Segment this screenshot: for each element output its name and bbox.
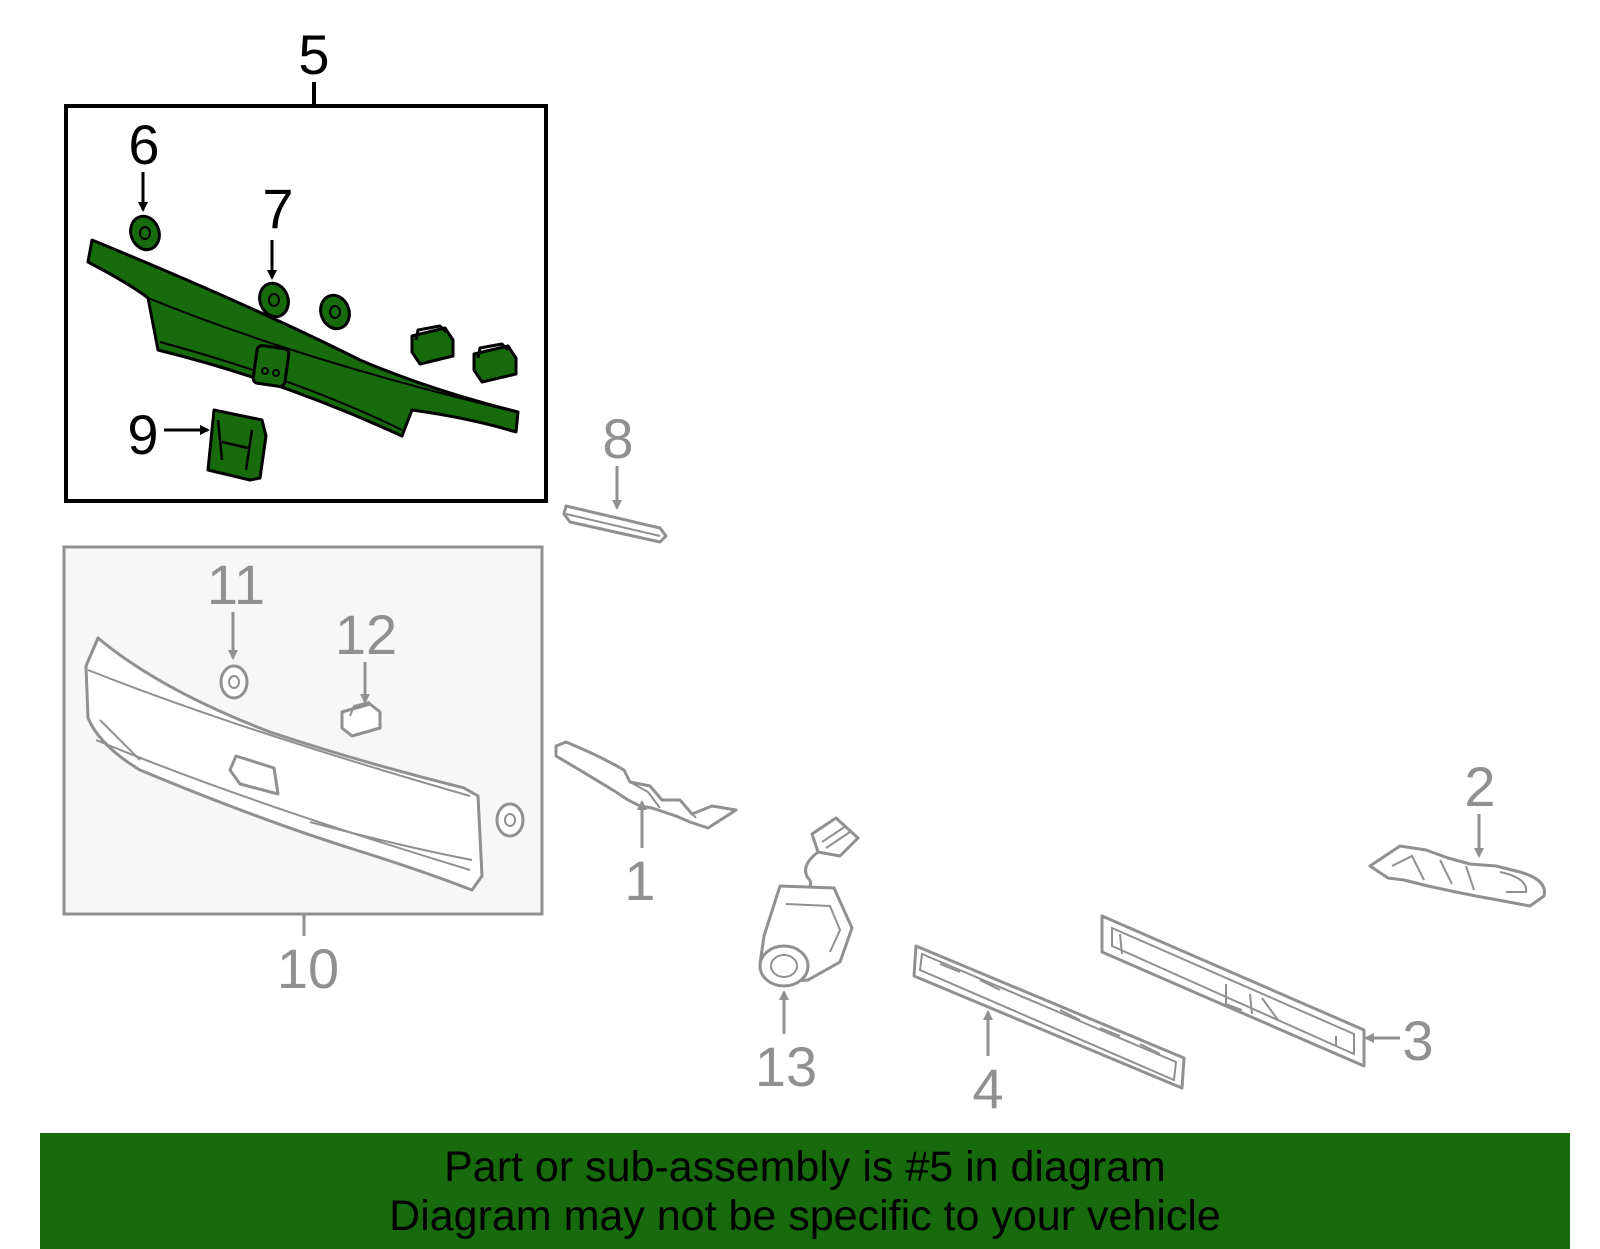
part-8-group[interactable]: 8: [562, 407, 668, 544]
callout-5: 5: [298, 23, 329, 86]
part-4-group[interactable]: 4: [912, 944, 1186, 1120]
garnish-10-line: [87, 669, 471, 797]
pocket-hole: [272, 369, 280, 377]
callout-4: 4: [972, 1057, 1003, 1120]
callout-10: 10: [277, 937, 339, 1000]
emblem-1-detail: [629, 781, 697, 819]
garnish-10-part: [84, 636, 484, 892]
info-banner: Part or sub-assembly is #5 in diagram Di…: [40, 1133, 1570, 1249]
badge-3-inner: [1111, 926, 1355, 1056]
garnish-10-pocket: [228, 754, 280, 796]
garnish-10-line: [99, 719, 141, 761]
garnish-bar-pocket: [251, 344, 291, 388]
grommet-10-hole: [504, 813, 516, 827]
camera-lens-inner: [770, 954, 798, 978]
garnish-bar-edge-2: [159, 341, 403, 431]
camera-body-detail: [785, 903, 842, 953]
garnish-bar-part: [86, 238, 520, 438]
callout-2: 2: [1464, 755, 1495, 818]
pocket-hole: [261, 367, 269, 375]
callout-8: 8: [602, 407, 633, 470]
garnish-bar-edge: [147, 297, 517, 413]
part-13-group[interactable]: 13: [755, 816, 860, 1098]
part-3-group[interactable]: 3: [1100, 914, 1434, 1072]
grommet-7b-hole: [329, 305, 341, 319]
callout-1: 1: [624, 849, 655, 912]
callout-13: 13: [755, 1035, 817, 1098]
callout-12: 12: [335, 603, 397, 666]
assembly-5-group[interactable]: 5 6 7 9: [64, 23, 548, 503]
part-2-group[interactable]: 2: [1368, 755, 1546, 908]
part-10-group[interactable]: 10 11 12: [62, 545, 544, 1000]
awd-emblem-part: [1368, 844, 1546, 908]
clip-part: [472, 342, 518, 384]
emblem-9-logo: [216, 419, 254, 471]
callout-6: 6: [128, 113, 159, 176]
camera-connector-part: [810, 816, 860, 858]
callout-11: 11: [207, 553, 265, 616]
banner-line-1: Part or sub-assembly is #5 in diagram: [444, 1143, 1166, 1191]
banner-line-2: Diagram may not be specific to your vehi…: [389, 1192, 1221, 1240]
badge-4-inner: [918, 952, 1178, 1082]
badge-4-lettering: [939, 963, 1161, 1055]
callout-7: 7: [262, 177, 293, 240]
emblem-1-part: [554, 740, 738, 830]
pad-8-edge: [565, 513, 661, 537]
camera-connector-detail: [821, 825, 851, 849]
pad-8-part: [562, 504, 668, 544]
garnish-10-line: [309, 821, 473, 861]
grommet-6-hole: [139, 226, 151, 240]
clip-part: [410, 324, 455, 366]
assembly-5-box: [64, 104, 548, 503]
part-1-group[interactable]: 1: [554, 740, 738, 912]
callout-9: 9: [127, 403, 158, 466]
callout-3: 3: [1402, 1009, 1433, 1072]
grommet-11-hole: [228, 675, 240, 689]
badge-3-lettering: [1119, 933, 1337, 1046]
awd-emblem-detail: [1391, 854, 1528, 893]
grommet-7-hole: [268, 293, 280, 307]
